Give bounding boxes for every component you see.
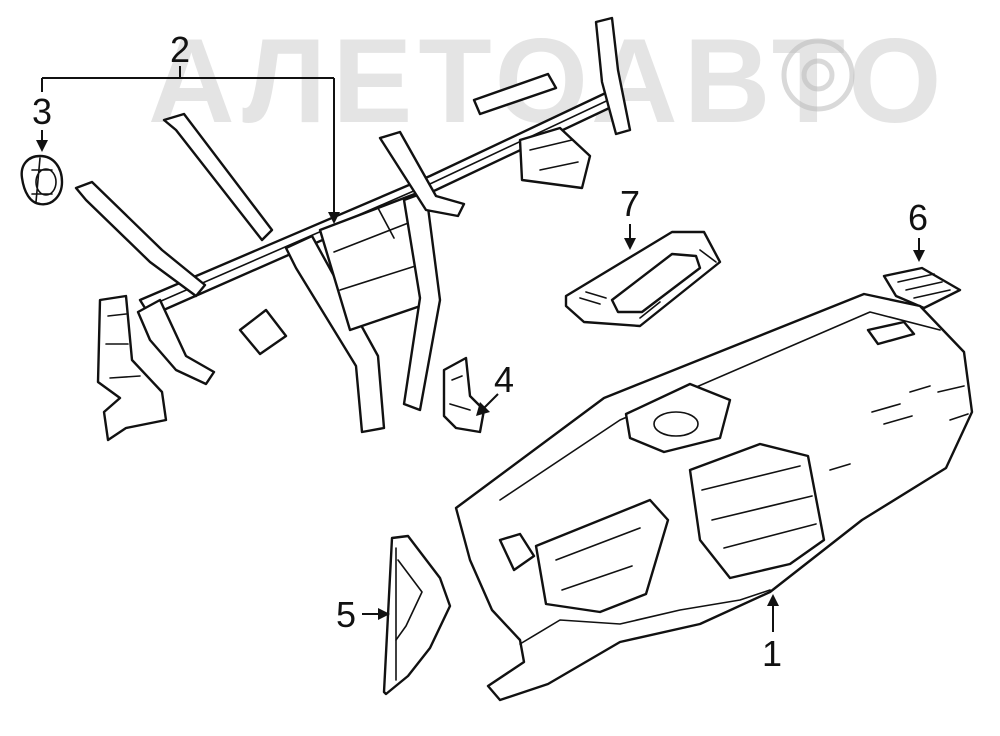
callout-5-label: 5	[336, 594, 356, 635]
part-2-cross-car-beam	[74, 16, 632, 442]
callout-2-arrow	[328, 212, 340, 224]
callout-6-arrow	[913, 250, 925, 262]
callout-5-arrow	[378, 608, 390, 620]
part-4-bracket	[442, 356, 486, 434]
watermark-logo-core	[801, 58, 835, 92]
callout-7: 7	[620, 183, 640, 250]
callout-4-arrow	[476, 402, 490, 416]
callout-6-label: 6	[908, 197, 928, 238]
part-3-round-vent	[20, 154, 64, 206]
callout-7-arrow	[624, 238, 636, 250]
callout-2-label: 2	[170, 29, 190, 70]
part-5-side-panel	[382, 534, 452, 696]
callout-4: 4	[476, 359, 514, 416]
part-6-side-vent	[882, 266, 962, 310]
callout-6: 6	[908, 197, 928, 262]
callout-2: 2	[41, 29, 340, 224]
callout-1-arrow	[767, 594, 779, 606]
part-7-display-panel	[564, 230, 722, 328]
watermark-logo-ring	[781, 38, 855, 112]
callout-1: 1	[762, 594, 782, 674]
callout-3-label: 3	[32, 91, 52, 132]
part-1-instrument-panel	[454, 292, 974, 702]
callout-4-label: 4	[494, 359, 514, 400]
callout-3: 3	[32, 91, 52, 152]
callout-1-label: 1	[762, 633, 782, 674]
callout-7-label: 7	[620, 183, 640, 224]
callout-3-arrow	[36, 140, 48, 152]
callout-5: 5	[336, 594, 390, 635]
